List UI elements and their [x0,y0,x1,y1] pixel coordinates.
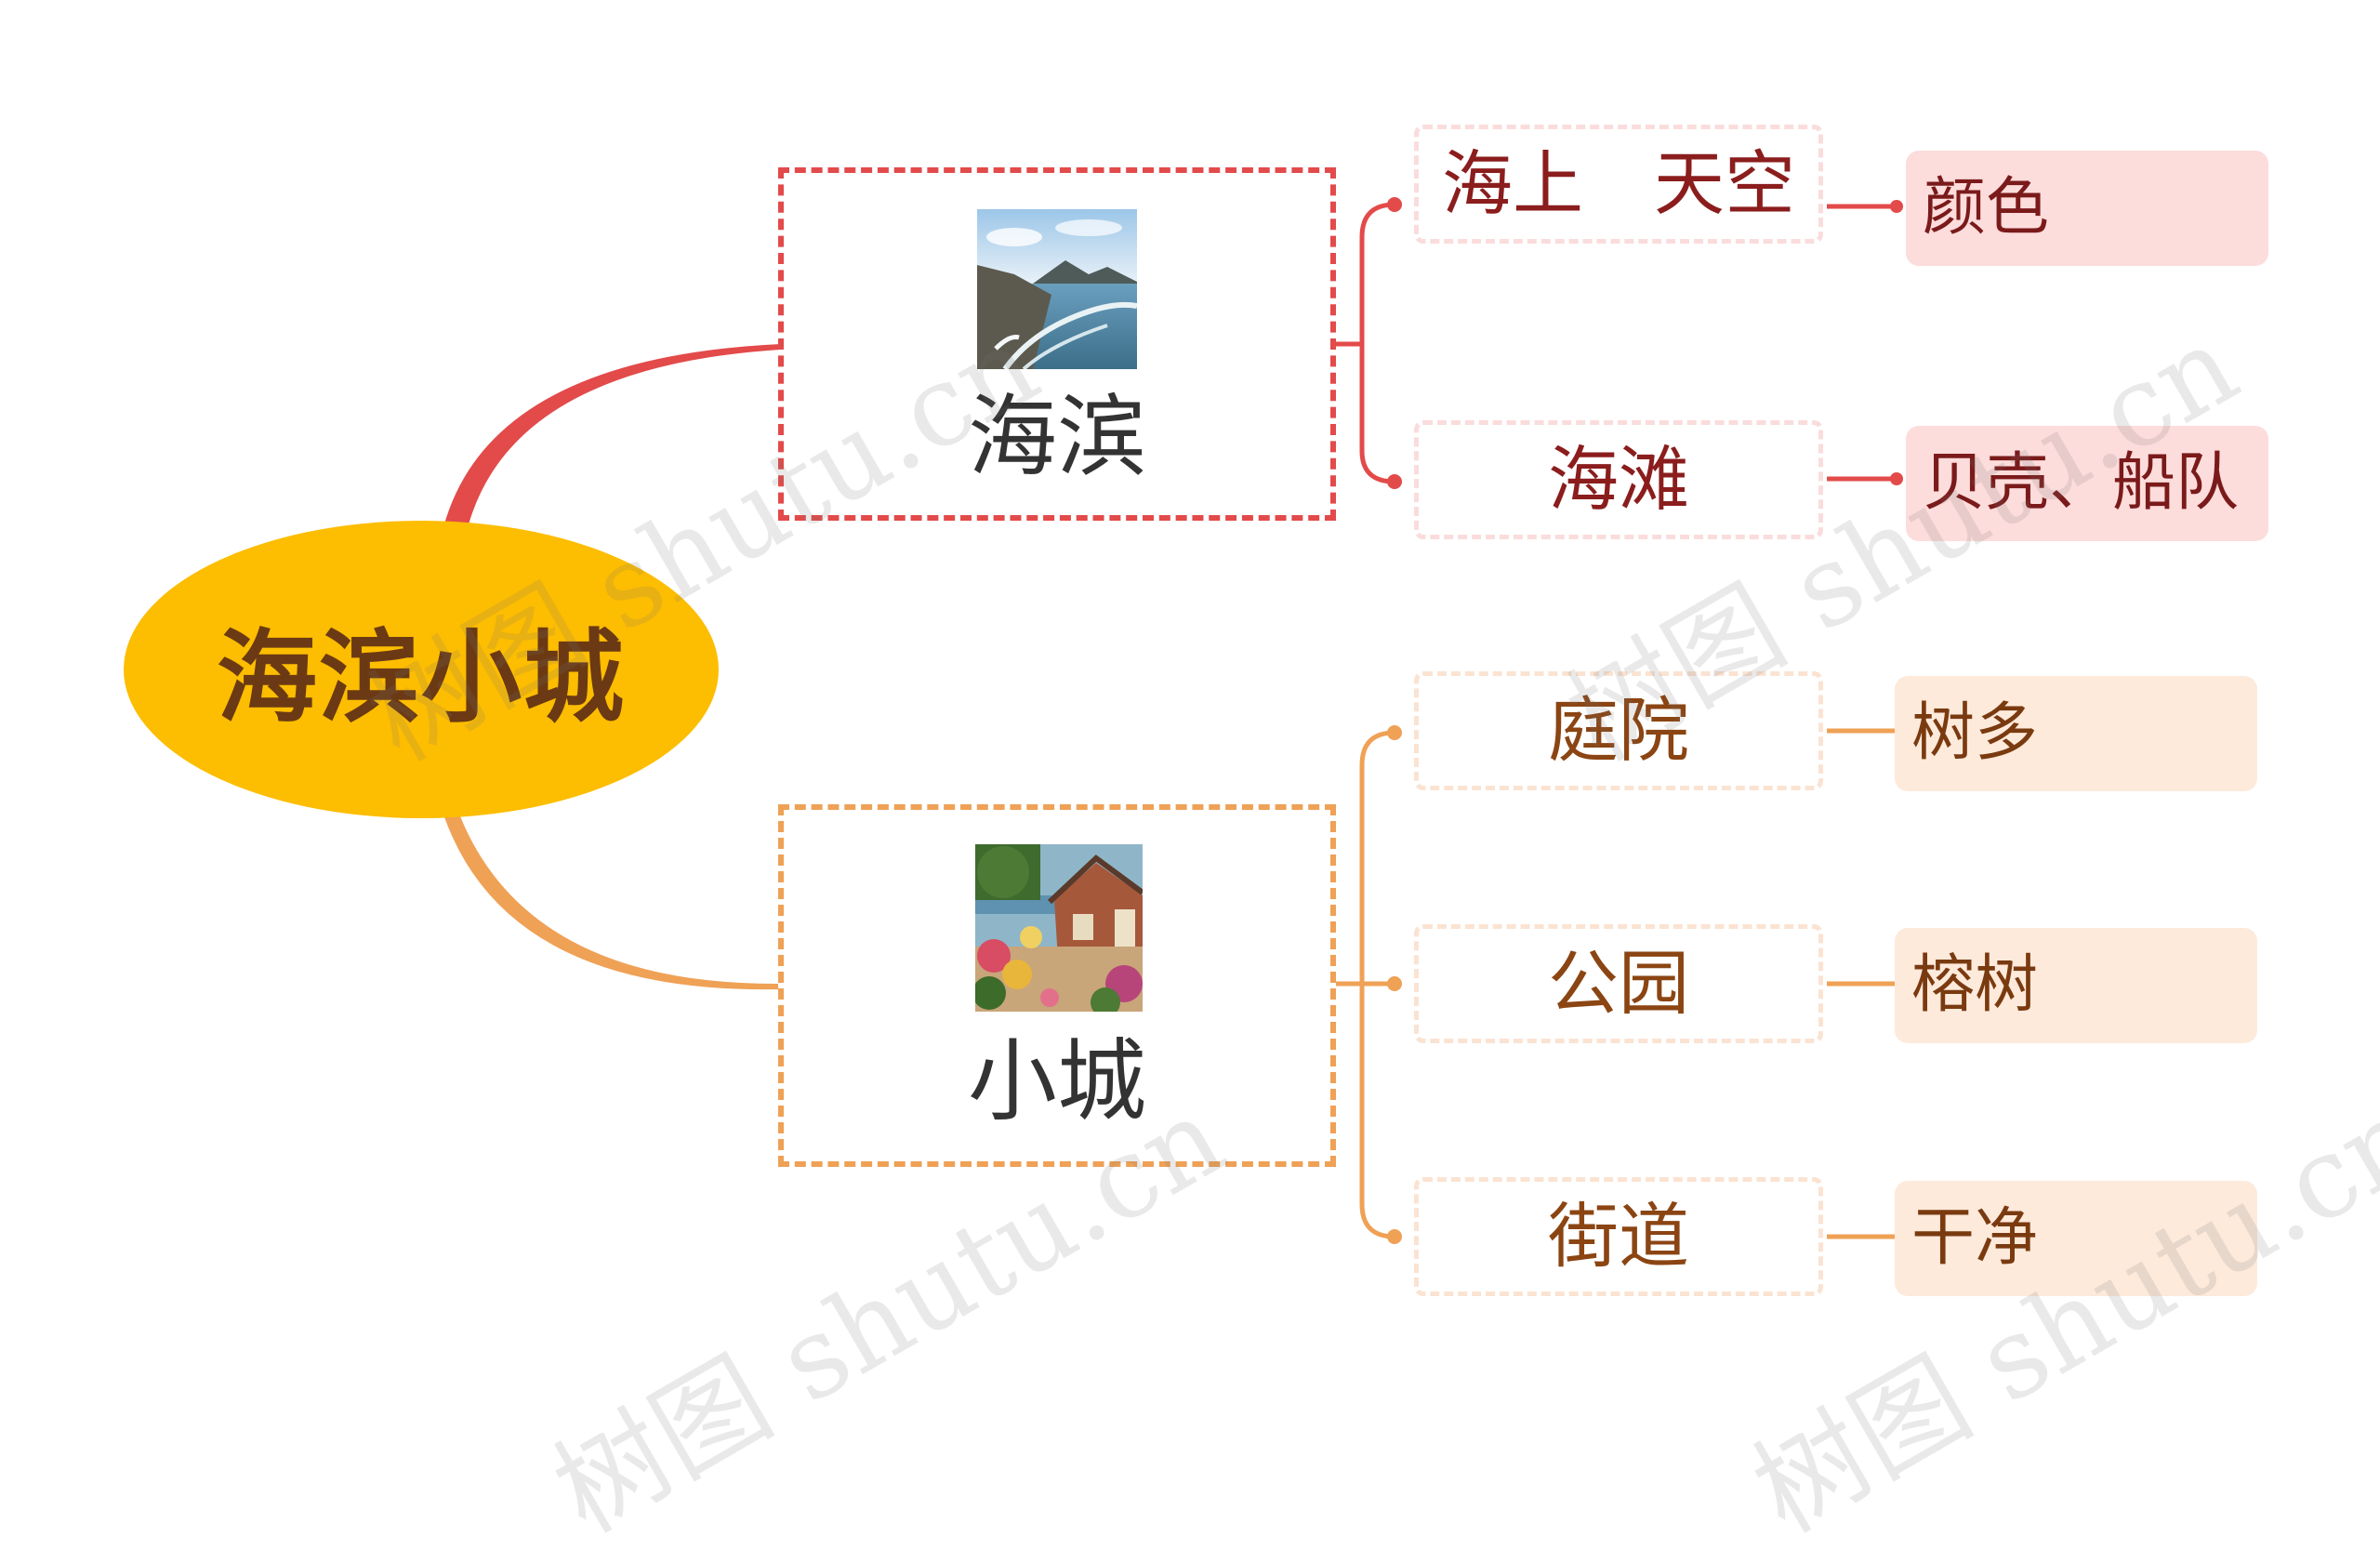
connector-lines [442,197,1903,1244]
sub-node-label: 海滩 [1548,438,1689,521]
leaf-node-many-trees[interactable]: 树多 [1895,676,2257,791]
leaf-label: 颜色 [1923,171,2050,245]
leaf-node-shells-boats[interactable]: 贝壳、船队 [1906,426,2268,541]
sub-node-label: 庭院 [1548,689,1689,772]
sub-node-label: 街道 [1548,1195,1689,1278]
leaf-node-color[interactable]: 颜色 [1906,151,2268,266]
leaf-label: 树多 [1911,696,2039,770]
seaside-bracket [1336,202,1897,484]
leaf-label: 贝壳、船队 [1923,446,2240,520]
sub-node-park[interactable]: 公园 [1414,924,1823,1043]
town-painting [975,844,1143,1012]
root-to-seaside-connector [442,344,781,539]
root-label: 海滨小城 [216,620,626,736]
town-bracket [1336,728,1895,1239]
sub-node-street[interactable]: 街道 [1414,1177,1823,1296]
leaf-node-clean[interactable]: 干净 [1895,1181,2257,1296]
branch-label: 海滨 [968,385,1146,489]
root-node[interactable]: 海滨小城 [124,521,719,818]
sub-node-label: 海上 天空 [1442,142,1795,225]
mind-map-canvas: 海滨小城 海滨 小城 [124,125,2380,1557]
root-to-town-connector [442,804,781,990]
leaf-label: 榕树 [1911,948,2039,1022]
leaf-label: 干净 [1911,1201,2039,1275]
seaside-photo [977,209,1137,369]
town-bracket-dots [1387,725,1402,1244]
sub-node-sea-sky[interactable]: 海上 天空 [1414,125,1823,244]
sub-node-label: 公园 [1548,942,1689,1025]
sub-node-courtyard[interactable]: 庭院 [1414,671,1823,790]
sub-node-beach[interactable]: 海滩 [1414,420,1823,539]
seaside-bracket-dots [1387,197,1903,489]
leaf-node-banyan[interactable]: 榕树 [1895,928,2257,1043]
branch-label: 小城 [968,1029,1146,1133]
